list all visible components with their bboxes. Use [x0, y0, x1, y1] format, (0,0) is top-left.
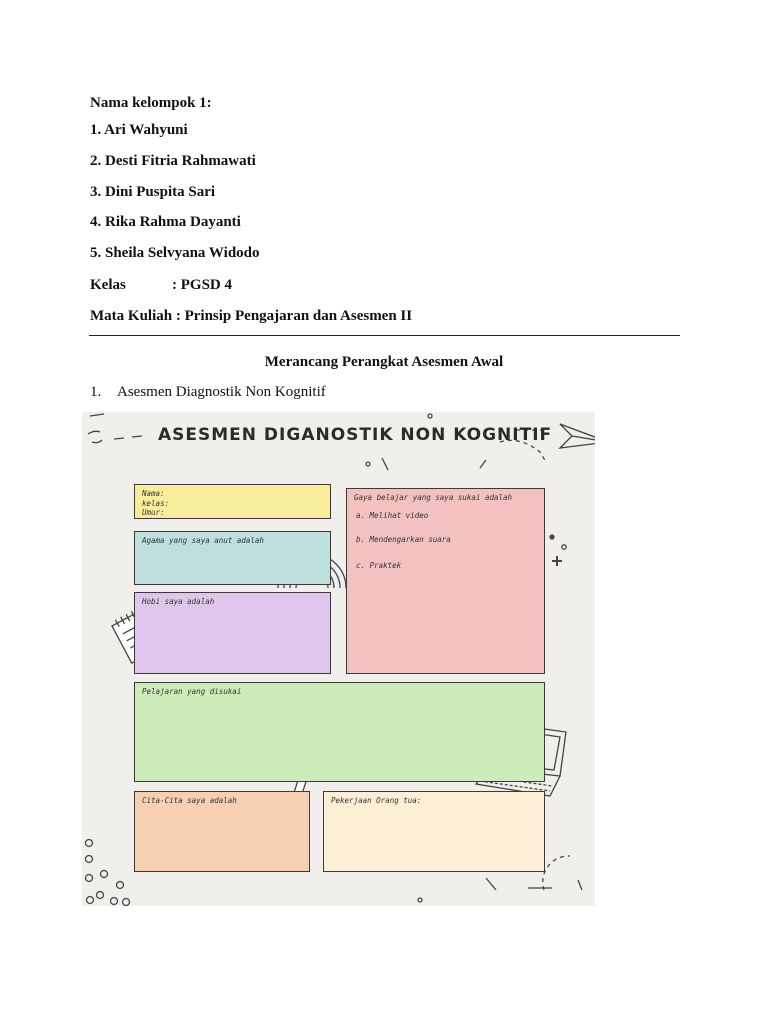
umur-label: Umur:	[142, 508, 165, 517]
item-text: Asesmen Diagnostik Non Kognitif	[117, 384, 326, 400]
option-b: b. Mendengarkan suara	[356, 535, 451, 544]
section-title: Merancang Perangkat Asesmen Awal	[264, 354, 504, 370]
pekerjaan-label: Pekerjaan Orang tua:	[331, 796, 422, 805]
gaya-belajar-label: Gaya belajar yang saya sukai adalah	[354, 493, 513, 502]
cita-cita-label: Cita-Cita saya adalah	[142, 796, 237, 805]
group-label: Nama kelompok 1:	[90, 95, 212, 111]
member-3: 3. Dini Puspita Sari	[90, 184, 216, 200]
gaya-belajar-box: Gaya belajar yang saya sukai adalah a. M…	[346, 488, 545, 674]
hobi-box: Hobi saya adalah	[134, 592, 331, 674]
kelas-label: Kelas	[90, 277, 126, 293]
pelajaran-label: Pelajaran yang disukai	[142, 687, 242, 696]
member-2: 2. Desti Fitria Rahmawati	[90, 153, 256, 169]
hobi-label: Hobi saya adalah	[142, 597, 215, 606]
mata-kuliah: Mata Kuliah : Prinsip Pengajaran dan Ase…	[90, 308, 413, 324]
cita-cita-box: Cita-Cita saya adalah	[134, 791, 310, 872]
option-a: a. Melihat video	[356, 511, 429, 520]
kelas-label-ws: kelas:	[142, 498, 170, 508]
worksheet-title: ASESMEN DIGANOSTIK NON KOGNITIF	[158, 425, 553, 445]
identity-box: Nama: kelas: Umur:	[134, 484, 331, 519]
nama-label: Nama:	[142, 489, 165, 498]
pekerjaan-box: Pekerjaan Orang tua:	[323, 791, 545, 872]
member-1: 1. Ari Wahyuni	[90, 122, 188, 138]
pelajaran-box: Pelajaran yang disukai	[134, 682, 545, 782]
item-number: 1.	[90, 384, 102, 400]
worksheet-image: ASESMEN DIGANOSTIK NON KOGNITIF Nama: ke…	[82, 412, 595, 906]
member-5: 5. Sheila Selvyana Widodo	[90, 245, 260, 261]
divider	[89, 335, 680, 336]
paper-plane-icon	[558, 423, 595, 449]
member-4: 4. Rika Rahma Dayanti	[90, 214, 241, 230]
option-c: c. Praktek	[356, 561, 402, 570]
agama-box: Agama yang saya anut adalah	[134, 531, 331, 585]
agama-label: Agama yang saya anut adalah	[142, 536, 264, 545]
kelas-value: : PGSD 4	[172, 277, 232, 293]
